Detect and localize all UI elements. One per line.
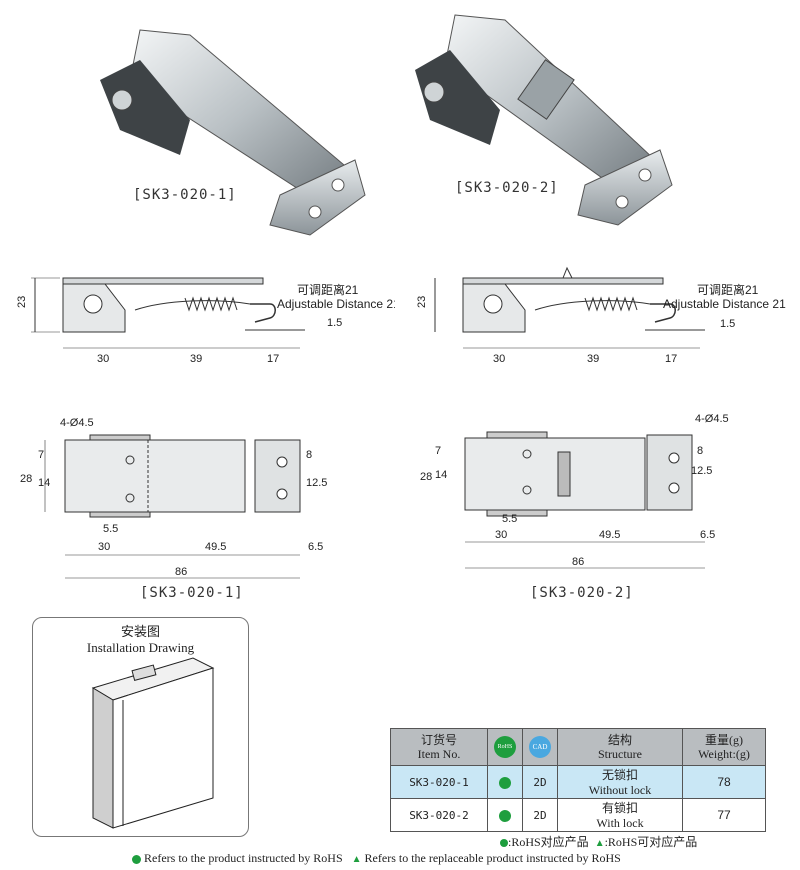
dim-39-b: 39 xyxy=(587,353,599,365)
dim-1-5: 1.5 xyxy=(327,317,342,329)
dim-28-b: 28 xyxy=(420,471,432,483)
dim-28: 28 xyxy=(20,473,32,485)
weight-cell: 77 xyxy=(682,798,766,832)
dim-w30-b: 30 xyxy=(495,529,507,541)
dim-height-23: 23 xyxy=(16,296,28,308)
cad-icon: CAD xyxy=(529,736,551,758)
dim-6-5-b: 6.5 xyxy=(700,529,715,541)
dim-6-5: 6.5 xyxy=(308,541,323,553)
dim-17: 17 xyxy=(267,353,279,365)
installation-box-illustration xyxy=(91,657,215,829)
product-photo-sk3-020-2 xyxy=(415,14,673,226)
dim-7-b: 7 xyxy=(435,445,441,457)
adjust-label-en: Adjustable Distance 21 xyxy=(277,297,395,311)
adjust-label-en-b: Adjustable Distance 21 xyxy=(663,297,786,311)
dim-17-b: 17 xyxy=(665,353,677,365)
rohs-cell xyxy=(487,765,523,799)
rohs-dot-icon xyxy=(499,776,511,789)
side-view-drawing-2: 23 30 39 17 1.5 可调距离21 Adjustable Distan… xyxy=(416,266,786,365)
cad-cell: 2D xyxy=(522,798,558,832)
product-label-sk3-020-1: [SK3-020-1] xyxy=(133,187,237,203)
green-triangle-icon: ▲ xyxy=(351,854,362,865)
rohs-icon: RoHS xyxy=(494,736,516,758)
dim-7: 7 xyxy=(38,449,44,461)
item-no-cell: SK3-020-1 xyxy=(390,765,488,799)
header-weight: 重量(g)Weight:(g) xyxy=(682,728,766,766)
green-triangle-icon: ▲ xyxy=(594,838,605,849)
dim-39: 39 xyxy=(190,353,202,365)
drawing-label-sk3-020-2: [SK3-020-2] xyxy=(530,585,634,601)
installation-drawing-panel: 安装图 Installation Drawing xyxy=(32,617,249,837)
holes-label-b: 4-Ø4.5 xyxy=(695,413,729,425)
dim-30: 30 xyxy=(97,353,109,365)
product-label-sk3-020-2: [SK3-020-2] xyxy=(455,180,559,196)
installation-title: 安装图 Installation Drawing xyxy=(86,624,195,655)
green-dot-icon xyxy=(132,854,141,864)
holes-label: 4-Ø4.5 xyxy=(60,417,94,429)
side-view-drawing-1: 23 30 39 17 1.5 可调距离21 Adjustable Distan… xyxy=(16,277,395,365)
green-dot-icon xyxy=(500,839,508,848)
legend-line: Refers to the product instructed by RoHS… xyxy=(132,851,621,866)
dim-w30: 30 xyxy=(98,541,110,553)
cad-cell: 2D xyxy=(522,765,558,799)
rohs-cell xyxy=(487,798,523,832)
product-photo-sk3-020-1 xyxy=(100,29,366,236)
legend-replaceable: Refers to the replaceable product instru… xyxy=(364,851,621,865)
dim-8: 8 xyxy=(306,449,312,461)
dim-height-23-b: 23 xyxy=(416,296,428,308)
dim-14-b: 14 xyxy=(435,469,447,481)
rohs-dot-icon xyxy=(499,809,511,822)
top-view-drawing-1: 28 14 7 8 12.5 4-Ø4.5 5.5 30 49.5 6.5 86 xyxy=(20,417,327,579)
drawing-label-sk3-020-1: [SK3-020-1] xyxy=(140,585,244,601)
top-view-drawing-2: 28 14 7 8 12.5 4-Ø4.5 5.5 30 49.5 6.5 86 xyxy=(420,413,729,569)
dim-12-5-b: 12.5 xyxy=(691,465,712,477)
dim-5-5: 5.5 xyxy=(103,523,118,535)
weight-cell: 78 xyxy=(682,765,766,799)
dim-5-5-b: 5.5 xyxy=(502,513,517,525)
table-note: :RoHS对应产品 ▲:RoHS可对应产品 xyxy=(500,833,697,850)
dim-30-b: 30 xyxy=(493,353,505,365)
dim-49-5: 49.5 xyxy=(205,541,226,553)
header-rohs: RoHS xyxy=(487,728,523,766)
dim-49-5-b: 49.5 xyxy=(599,529,620,541)
item-no-cell: SK3-020-2 xyxy=(390,798,488,832)
dim-1-5-b: 1.5 xyxy=(720,318,735,330)
adjust-label-cn-b: 可调距离21 xyxy=(697,282,759,297)
dim-86-b: 86 xyxy=(572,556,584,568)
legend-rohs: Refers to the product instructed by RoHS xyxy=(144,851,343,865)
dim-12-5: 12.5 xyxy=(306,477,327,489)
dim-86: 86 xyxy=(175,566,187,578)
header-cad: CAD xyxy=(522,728,558,766)
dim-14: 14 xyxy=(38,477,50,489)
adjust-label-cn: 可调距离21 xyxy=(297,282,359,297)
dim-8-b: 8 xyxy=(697,445,703,457)
